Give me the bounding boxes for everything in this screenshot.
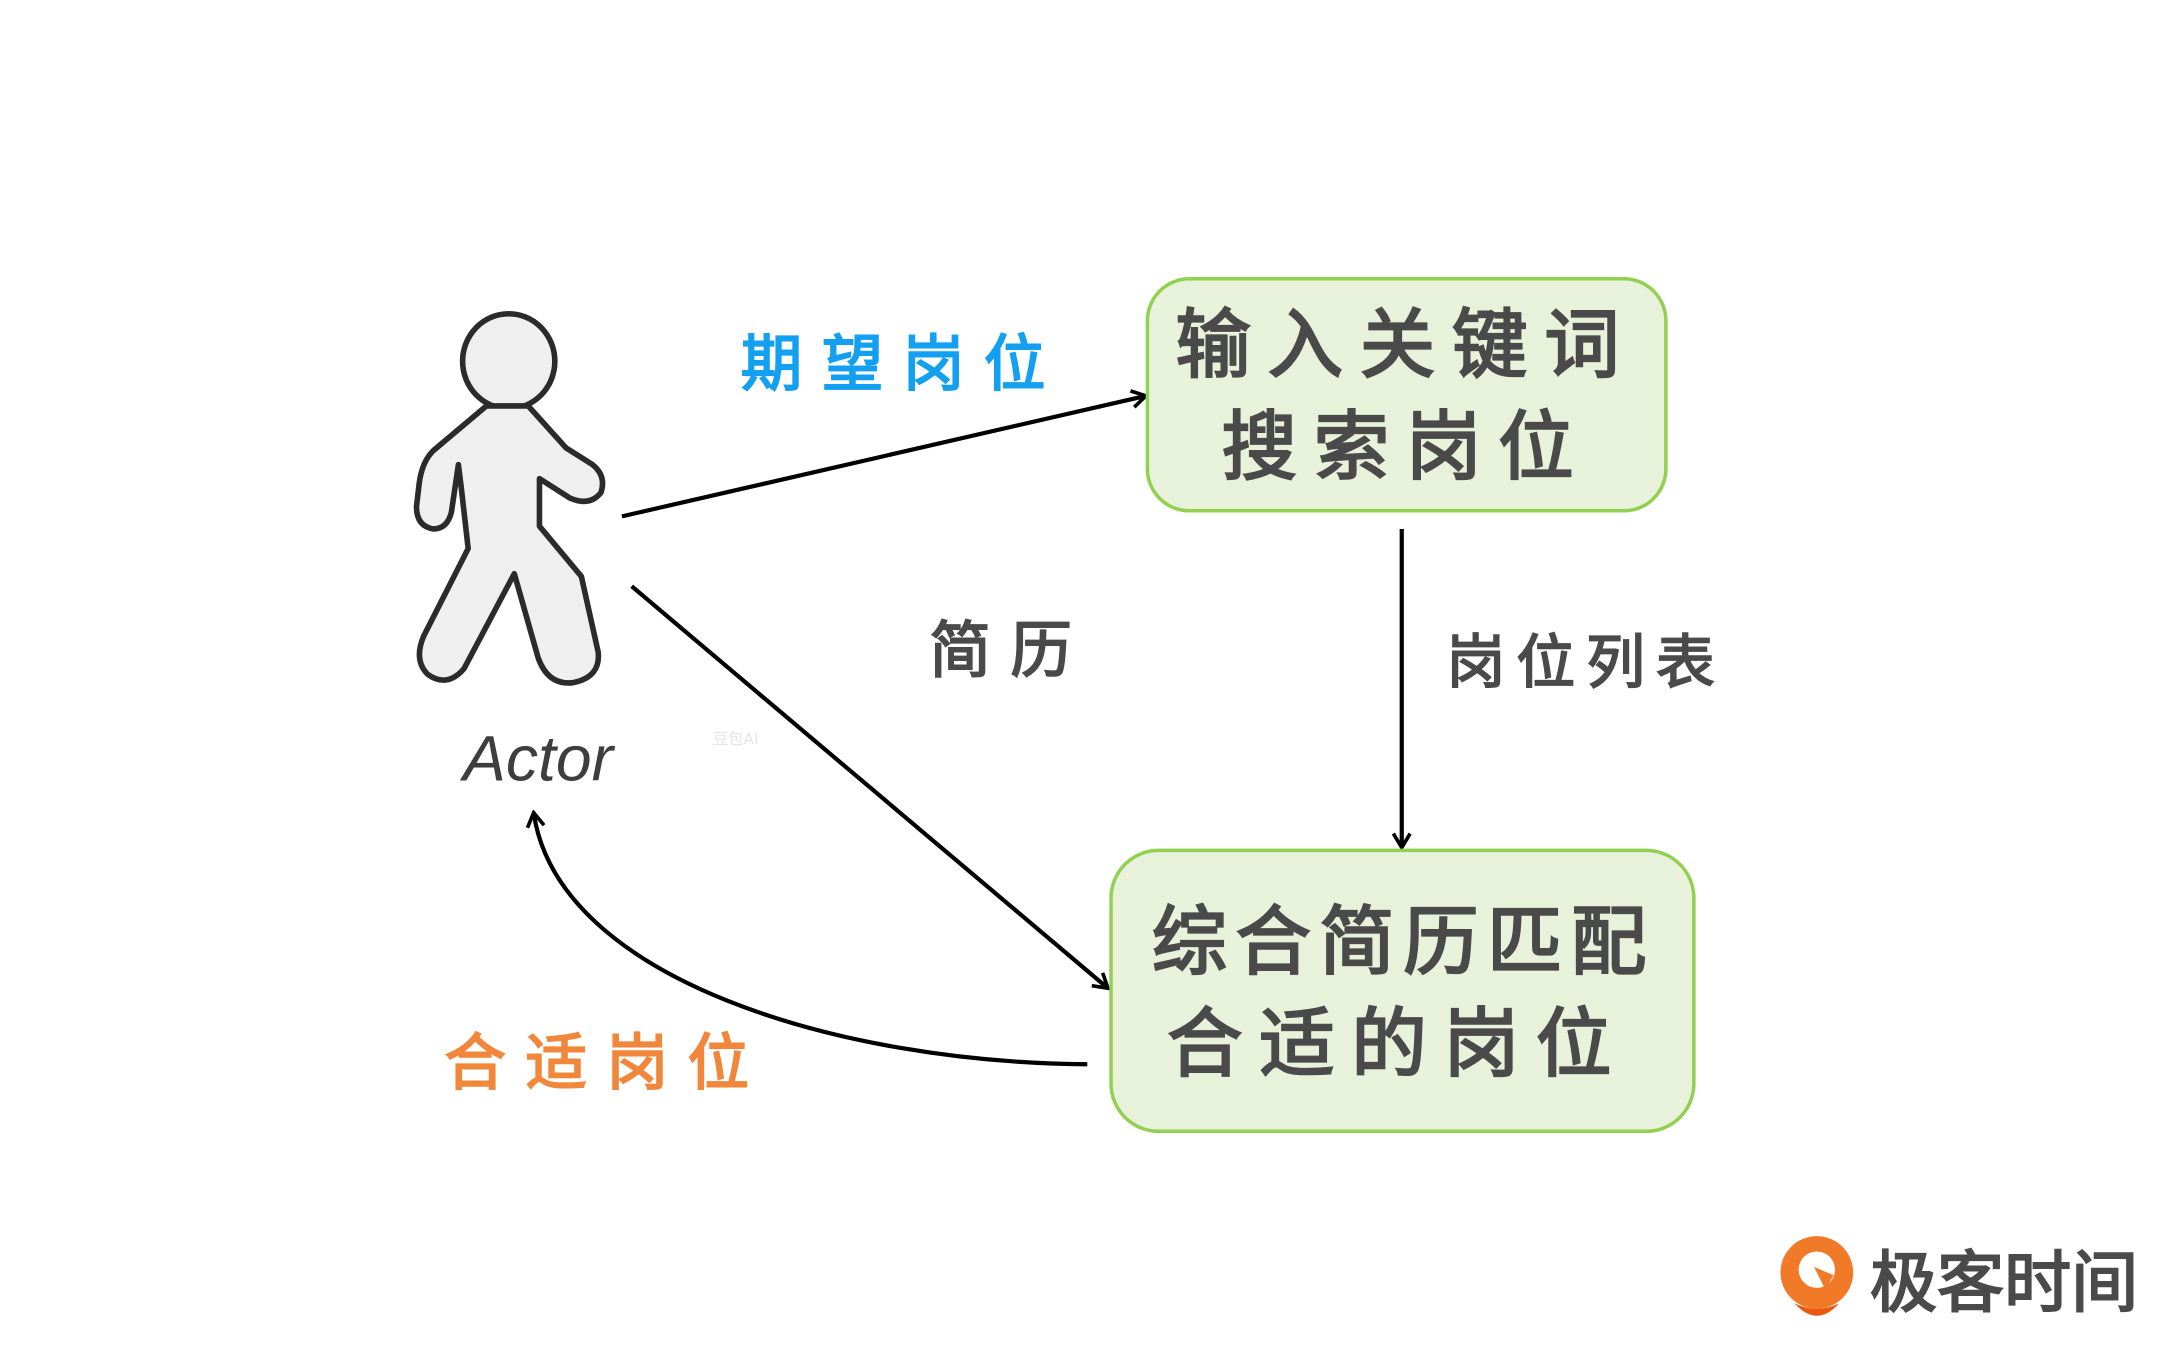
edge-match-to-actor <box>534 814 1088 1067</box>
edge-label-resume: 简历 <box>929 615 1091 687</box>
node-search-line2: 搜索岗位 <box>1221 403 1590 491</box>
actor-figure-icon <box>413 310 606 686</box>
edge-actor-to-search <box>621 396 1145 519</box>
edge-label-position-list: 岗位列表 <box>1446 629 1725 697</box>
node-search-positions: 输入关键词 搜索岗位 <box>1145 277 1668 513</box>
watermark: 豆包AI <box>713 730 759 748</box>
logo-icon <box>1780 1236 1854 1316</box>
node-search-line1: 输入关键词 <box>1175 301 1636 389</box>
actor-label: Actor <box>459 723 616 795</box>
edge-label-suitable-position: 合适岗位 <box>444 1027 768 1099</box>
node-match-line1: 综合简历匹配 <box>1152 898 1655 986</box>
node-match-line2: 合适的岗位 <box>1167 1000 1628 1088</box>
edge-actor-to-match <box>630 584 1107 987</box>
node-match-positions: 综合简历匹配 合适的岗位 <box>1109 848 1696 1134</box>
logo-text: 极客时间 <box>1870 1244 2138 1322</box>
edge-label-expected-position: 期望岗位 <box>741 328 1065 400</box>
geektime-logo: 极客时间 <box>1780 1236 2138 1322</box>
